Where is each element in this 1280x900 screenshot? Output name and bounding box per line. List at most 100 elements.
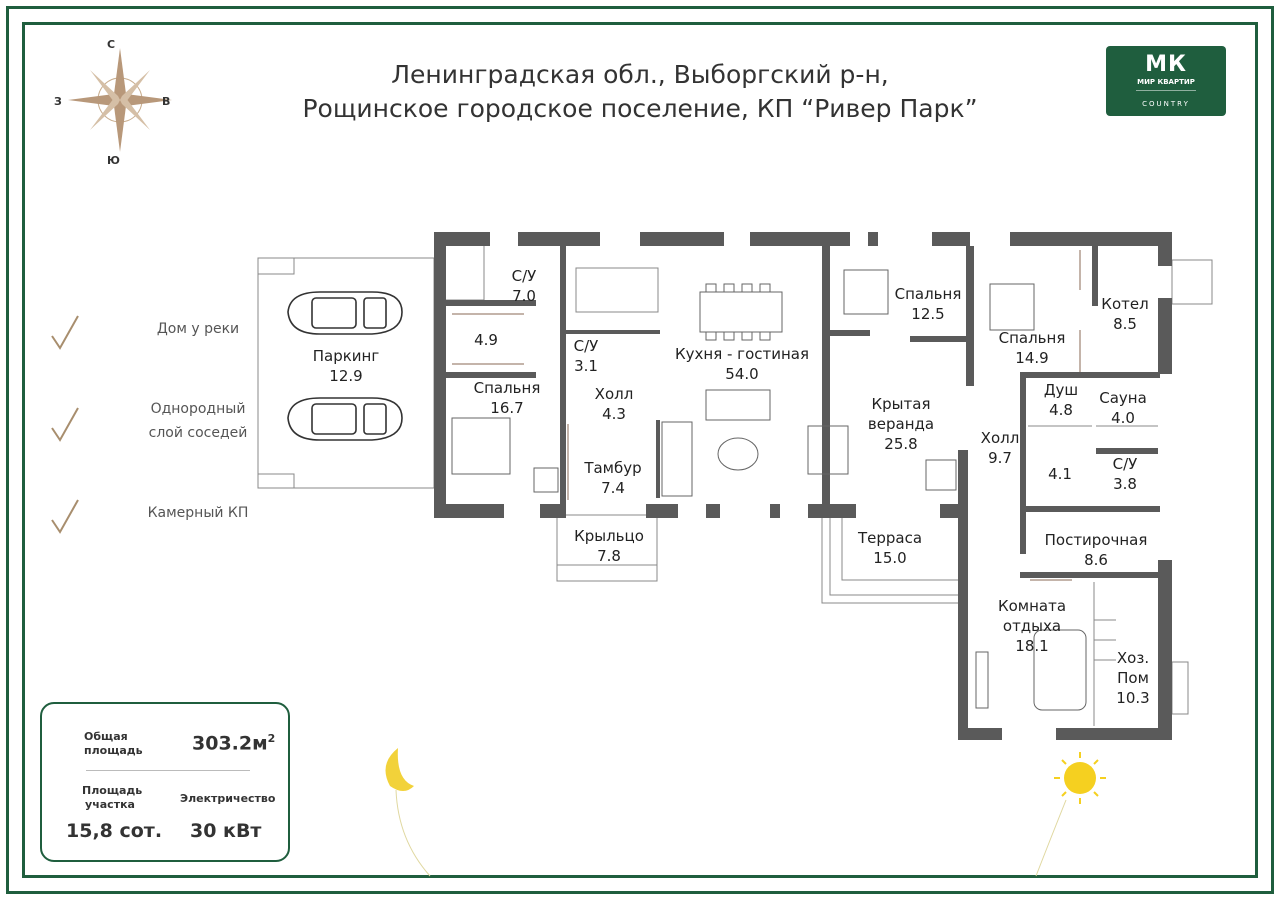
dining-table <box>699 291 783 333</box>
feature-label-line-2: слой соседей <box>148 425 248 441</box>
room-shower: Душ 4.8 <box>1036 380 1086 420</box>
total-area-value: 303.2м2 <box>192 732 275 754</box>
room-name-line-2: отдыха <box>1002 617 1062 635</box>
feature-label: Дом у реки <box>156 321 240 337</box>
room-area: 12.5 <box>911 305 945 323</box>
room-area: 8.5 <box>1113 315 1137 333</box>
coffee-table <box>717 437 759 471</box>
desk-chair <box>533 467 559 493</box>
room-area: 16.7 <box>490 399 524 417</box>
room-bedroom-16-7: Спальня 16.7 <box>460 378 554 418</box>
room-name-line-1: Комната <box>997 597 1067 615</box>
room-lounge: Комната отдыха 18.1 <box>990 596 1074 656</box>
room-name: Тамбур <box>584 459 642 477</box>
room-name: Терраса <box>857 529 923 547</box>
room-name: Сауна <box>1099 389 1147 407</box>
room-name: Спальня <box>998 329 1066 347</box>
total-area-number: 303.2м <box>192 732 268 755</box>
room-area: 4.0 <box>1111 409 1135 427</box>
room-name: Постирочная <box>1044 531 1148 549</box>
room-area: 12.9 <box>329 367 363 385</box>
room-name: Крыльцо <box>574 527 644 545</box>
power-label: Электричество <box>180 792 276 805</box>
room-name-line-1: Хоз. <box>1116 649 1150 667</box>
checkmark-icon <box>51 499 79 534</box>
room-name: Паркинг <box>312 347 380 365</box>
feature-label-line-1: Однородный <box>150 401 246 417</box>
plot-area-label-line-1: Площадь <box>82 784 143 797</box>
bed <box>843 269 889 315</box>
compass-south-label: Ю <box>107 154 120 167</box>
room-name: Спальня <box>894 285 962 303</box>
checkmark-icon <box>51 315 79 350</box>
room-area: 4.3 <box>602 405 626 423</box>
room-area: 14.9 <box>1015 349 1049 367</box>
feature-neighbors: Однородный слой соседей <box>48 400 248 448</box>
bed <box>989 283 1035 331</box>
room-utility: Хоз. Пом 10.3 <box>1108 648 1158 708</box>
room-name: Душ <box>1043 381 1079 399</box>
room-name: С/У <box>511 267 537 285</box>
room-parking: Паркинг 12.9 <box>298 346 394 386</box>
room-area: 7.4 <box>601 479 625 497</box>
room-sauna: Сауна 4.0 <box>1094 388 1152 428</box>
sun-icon <box>1054 752 1106 804</box>
outer-frame <box>6 6 1274 894</box>
logo-name: МИР КВАРТИР <box>1137 78 1195 86</box>
room-area: 3.1 <box>574 357 598 375</box>
room-name-line-2: веранда <box>867 415 935 433</box>
bed <box>451 417 511 475</box>
room-boiler: Котел 8.5 <box>1096 294 1154 334</box>
room-wc-2: С/У 3.1 <box>562 336 610 376</box>
room-name: С/У <box>1112 455 1138 473</box>
room-area: 4.9 <box>474 331 498 349</box>
card-divider <box>86 770 250 771</box>
room-terrace: Терраса 15.0 <box>846 528 934 568</box>
armchair-block <box>661 421 693 497</box>
room-area: 18.1 <box>1015 637 1049 655</box>
room-area: 7.0 <box>512 287 536 305</box>
title-line-2: Рощинское городское поселение, КП “Ривер… <box>302 94 978 123</box>
total-area-unit-sup: 2 <box>267 732 276 745</box>
logo-sub: COUNTRY <box>1142 100 1190 108</box>
room-name: Спальня <box>473 379 541 397</box>
room-name: Кухня - гостиная <box>675 345 809 363</box>
compass-east-label: В <box>162 95 171 108</box>
inner-frame <box>22 22 1258 878</box>
room-name: Холл <box>594 385 634 403</box>
car-icon <box>287 397 403 441</box>
summary-card: Общая площадь 303.2м2 Площадь участка 15… <box>40 702 290 862</box>
room-name: Котел <box>1101 295 1149 313</box>
logo-mark: МК <box>1145 52 1187 77</box>
plot-area-value: 15,8 сот. <box>66 820 163 842</box>
room-wc-1: С/У 7.0 <box>498 266 550 306</box>
room-area: 4.1 <box>1048 465 1072 483</box>
room-area: 8.6 <box>1084 551 1108 569</box>
room-area: 9.7 <box>988 449 1012 467</box>
fireplace <box>807 425 849 475</box>
checkmark-icon <box>51 407 79 442</box>
room-area: 15.0 <box>873 549 907 567</box>
room-name: С/У <box>573 337 599 355</box>
room-area: 7.8 <box>597 547 621 565</box>
room-storage-4-9: 4.9 <box>466 330 506 350</box>
moon-icon <box>385 748 414 791</box>
room-wc-3: С/У 3.8 <box>1102 454 1148 494</box>
feature-river: Дом у реки <box>48 314 248 354</box>
room-4-1: 4.1 <box>1038 464 1082 484</box>
compass-west-label: З <box>54 95 62 108</box>
room-name-line-1: Крытая <box>871 395 931 413</box>
page-title: Ленинградская обл., Выборгский р-н, Рощи… <box>290 58 990 126</box>
room-laundry: Постирочная 8.6 <box>1034 530 1158 570</box>
sofa <box>705 389 771 421</box>
room-hall-4-3: Холл 4.3 <box>584 384 644 424</box>
total-area-label-line-1: Общая <box>84 730 128 743</box>
feature-chamber: Камерный КП <box>48 498 248 538</box>
title-line-1: Ленинградская обл., Выборгский р-н, <box>391 60 889 89</box>
room-covered-veranda: Крытая веранда 25.8 <box>846 394 956 454</box>
feature-label: Камерный КП <box>147 505 249 521</box>
room-area: 54.0 <box>725 365 759 383</box>
brand-logo: МК МИР КВАРТИР COUNTRY <box>1106 46 1226 116</box>
room-bedroom-12-5: Спальня 12.5 <box>886 284 970 324</box>
